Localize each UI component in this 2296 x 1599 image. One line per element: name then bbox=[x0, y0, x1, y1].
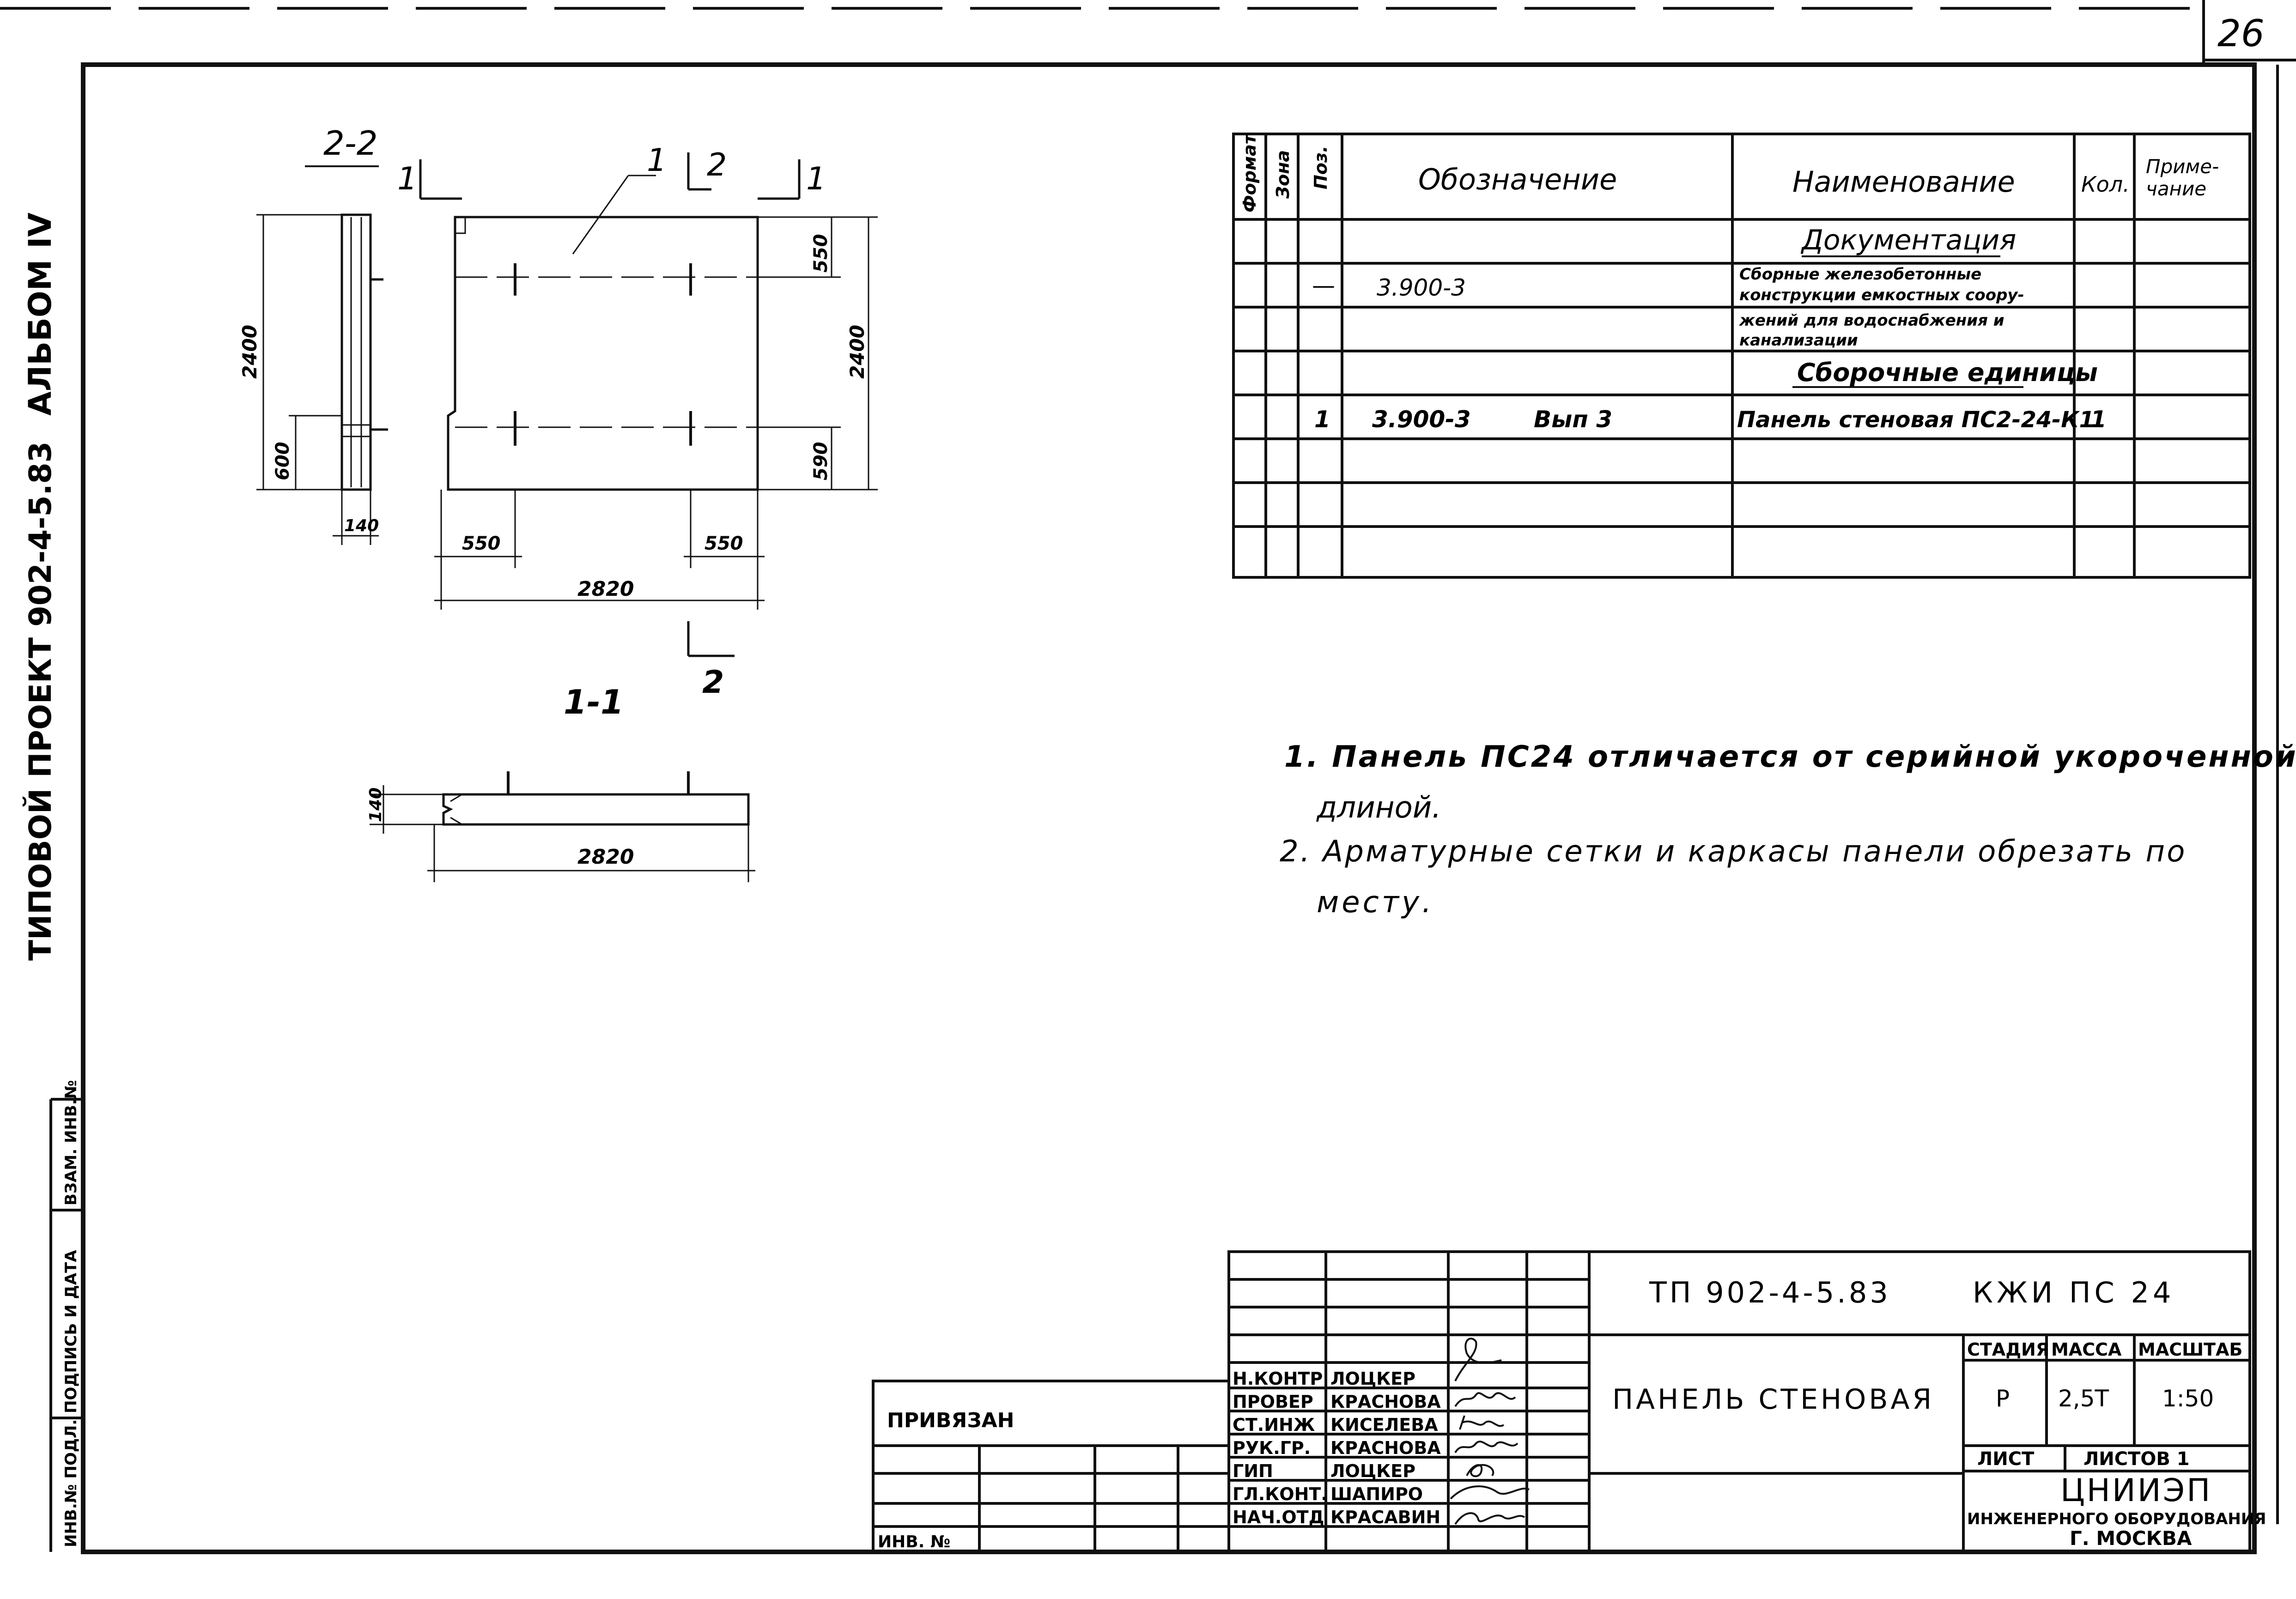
signature-prover bbox=[1454, 1392, 1516, 1407]
name-nach-otd: КРАСАВИН bbox=[1330, 1507, 1440, 1527]
page-number: 26 bbox=[2217, 12, 2265, 55]
dim-2820-bottom: 2820 bbox=[577, 845, 634, 869]
name-prover: КРАСНОВА bbox=[1330, 1392, 1441, 1412]
section-1-1-drawing bbox=[370, 771, 755, 882]
spec-unit-qty: 1 bbox=[2090, 406, 2107, 433]
dim-550-top: 550 bbox=[810, 234, 832, 273]
spec-doc-designation: 3.900-3 bbox=[1377, 274, 1466, 301]
margin-stamp-boxes bbox=[49, 1098, 83, 1552]
spec-header-designation: Обозначение bbox=[1418, 163, 1617, 196]
title-drawing-code: КЖИ ПС 24 bbox=[1973, 1276, 2175, 1309]
section-mark-1-left: 1 bbox=[397, 161, 417, 197]
spec-header-pos: Поз. bbox=[1311, 146, 1331, 189]
dim-590: 590 bbox=[810, 442, 832, 481]
title-stage: Р bbox=[1996, 1385, 2010, 1412]
signature-gip bbox=[1466, 1464, 1494, 1478]
name-ruk-gr: КРАСНОВА bbox=[1330, 1438, 1441, 1458]
name-gip: ЛОЦКЕР bbox=[1330, 1461, 1415, 1481]
spec-header-qty: Кол. bbox=[2081, 172, 2130, 197]
spec-header-name: Наименование bbox=[1792, 165, 2015, 199]
signature-nach-otd bbox=[1454, 1512, 1525, 1525]
margin-field-signature-date: ПОДПИСЬ И ДАТА bbox=[62, 1250, 80, 1413]
signature-ruk-gr bbox=[1454, 1441, 1519, 1454]
name-st-inzh: КИСЕЛЕВА bbox=[1330, 1415, 1438, 1435]
role-gip: ГИП bbox=[1233, 1461, 1273, 1481]
panel-elevation-drawing bbox=[419, 152, 878, 657]
spec-doc-name-1: Сборные железобетонные bbox=[1739, 265, 1981, 284]
spec-header-note-line1: Приме- bbox=[2146, 155, 2219, 178]
role-gl-kont: ГЛ.КОНТ. bbox=[1233, 1484, 1328, 1504]
title-drawing-name: ПАНЕЛЬ СТЕНОВАЯ bbox=[1612, 1383, 1934, 1416]
dim-2400-left: 2400 bbox=[238, 325, 261, 379]
title-stage-label: СТАДИЯ bbox=[1967, 1339, 2049, 1360]
spec-table-grid bbox=[1232, 133, 2251, 579]
margin-field-replace-inv: ВЗАМ. ИНВ.№ bbox=[62, 1080, 80, 1205]
section-1-1-label: 1-1 bbox=[564, 683, 624, 721]
dim-140-bottom: 140 bbox=[344, 516, 379, 535]
role-prover: ПРОВЕР bbox=[1233, 1392, 1313, 1412]
signature-gl-kont bbox=[1450, 1485, 1530, 1500]
title-mass-label: МАССА bbox=[2051, 1339, 2122, 1360]
section-2-2-label: 2-2 bbox=[323, 124, 378, 163]
section-mark-1-right: 1 bbox=[806, 161, 826, 197]
signature-st-inzh bbox=[1459, 1415, 1505, 1430]
note-1-line-1: 1. Панель ПС24 отличается от серийной ук… bbox=[1284, 740, 2296, 774]
section-mark-2-top: 2 bbox=[707, 147, 727, 183]
margin-album-label: АЛЬБОМ IV bbox=[22, 212, 59, 416]
spec-header-note-line2: чание bbox=[2146, 177, 2206, 200]
note-1-line-2: длиной. bbox=[1316, 791, 1441, 825]
spec-section-units: Сборочные единицы bbox=[1797, 358, 2098, 387]
title-project-code: ТП 902-4-5.83 bbox=[1649, 1276, 1891, 1309]
spec-doc-name-4: канализации bbox=[1739, 331, 1858, 350]
title-org-city: Г. МОСКВА bbox=[2070, 1527, 2192, 1550]
spec-unit-designation: 3.900-3 bbox=[1372, 406, 1471, 433]
name-gl-kont: ШАПИРО bbox=[1330, 1484, 1423, 1504]
role-n-kontr: Н.КОНТР bbox=[1233, 1369, 1323, 1389]
spec-doc-name-2: конструкции емкостных соору- bbox=[1739, 286, 2024, 304]
spec-header-format: Формат bbox=[1239, 133, 1260, 212]
title-sheets-label: ЛИСТОВ 1 bbox=[2083, 1448, 2190, 1470]
dim-600: 600 bbox=[272, 442, 293, 481]
title-attached: ПРИВЯЗАН bbox=[887, 1409, 1014, 1432]
title-scale-label: МАСШТАБ bbox=[2138, 1339, 2242, 1360]
dim-550-right: 550 bbox=[705, 533, 743, 554]
role-nach-otd: НАЧ.ОТД bbox=[1233, 1507, 1324, 1527]
title-block-grid bbox=[872, 1250, 2251, 1553]
note-2-line-1: 2. Арматурные сетки и каркасы панели обр… bbox=[1280, 835, 2187, 869]
section-2-2-drawing bbox=[256, 165, 388, 545]
title-sheet-label: ЛИСТ bbox=[1977, 1448, 2035, 1470]
signatures bbox=[1450, 1338, 1530, 1525]
title-org-sub: ИНЖЕНЕРНОГО ОБОРУДОВАНИЯ bbox=[1967, 1510, 2266, 1528]
spec-header-note: Приме- чание bbox=[2146, 155, 2225, 200]
role-st-inzh: СТ.ИНЖ bbox=[1233, 1415, 1315, 1435]
spec-doc-pos: — bbox=[1312, 272, 1335, 299]
title-scale: 1:50 bbox=[2162, 1385, 2214, 1412]
signature-n-kontr bbox=[1454, 1338, 1502, 1381]
spec-unit-name: Панель стеновая ПС2-24-К1 bbox=[1737, 407, 2095, 433]
dim-2820-top: 2820 bbox=[577, 577, 634, 601]
spec-doc-name-3: жений для водоснабжения и bbox=[1738, 311, 2004, 330]
position-leader-1: 1 bbox=[647, 142, 667, 179]
dim-140-side: 140 bbox=[366, 787, 385, 822]
name-n-kontr: ЛОЦКЕР bbox=[1330, 1369, 1415, 1389]
section-mark-2-bottom: 2 bbox=[702, 664, 724, 701]
title-org: ЦНИИЭП bbox=[2060, 1472, 2212, 1509]
role-ruk-gr: РУК.ГР. bbox=[1233, 1438, 1311, 1458]
title-inv-no: ИНВ. № bbox=[878, 1532, 950, 1551]
spec-header-zone: Зона bbox=[1273, 150, 1293, 199]
title-mass: 2,5Т bbox=[2058, 1385, 2109, 1412]
margin-project-label: ТИПОВОЙ ПРОЕКТ 902-4-5.83 bbox=[22, 442, 58, 961]
margin-field-inv-original: ИНВ.№ ПОДЛ. bbox=[62, 1419, 80, 1547]
dim-550-left: 550 bbox=[462, 533, 501, 554]
spec-unit-issue: Вып 3 bbox=[1534, 406, 1612, 433]
dim-2400-right: 2400 bbox=[846, 325, 869, 379]
spec-unit-pos: 1 bbox=[1314, 406, 1330, 433]
note-2-line-2: месту. bbox=[1317, 885, 1434, 920]
spec-section-docs: Документация bbox=[1800, 224, 2016, 256]
